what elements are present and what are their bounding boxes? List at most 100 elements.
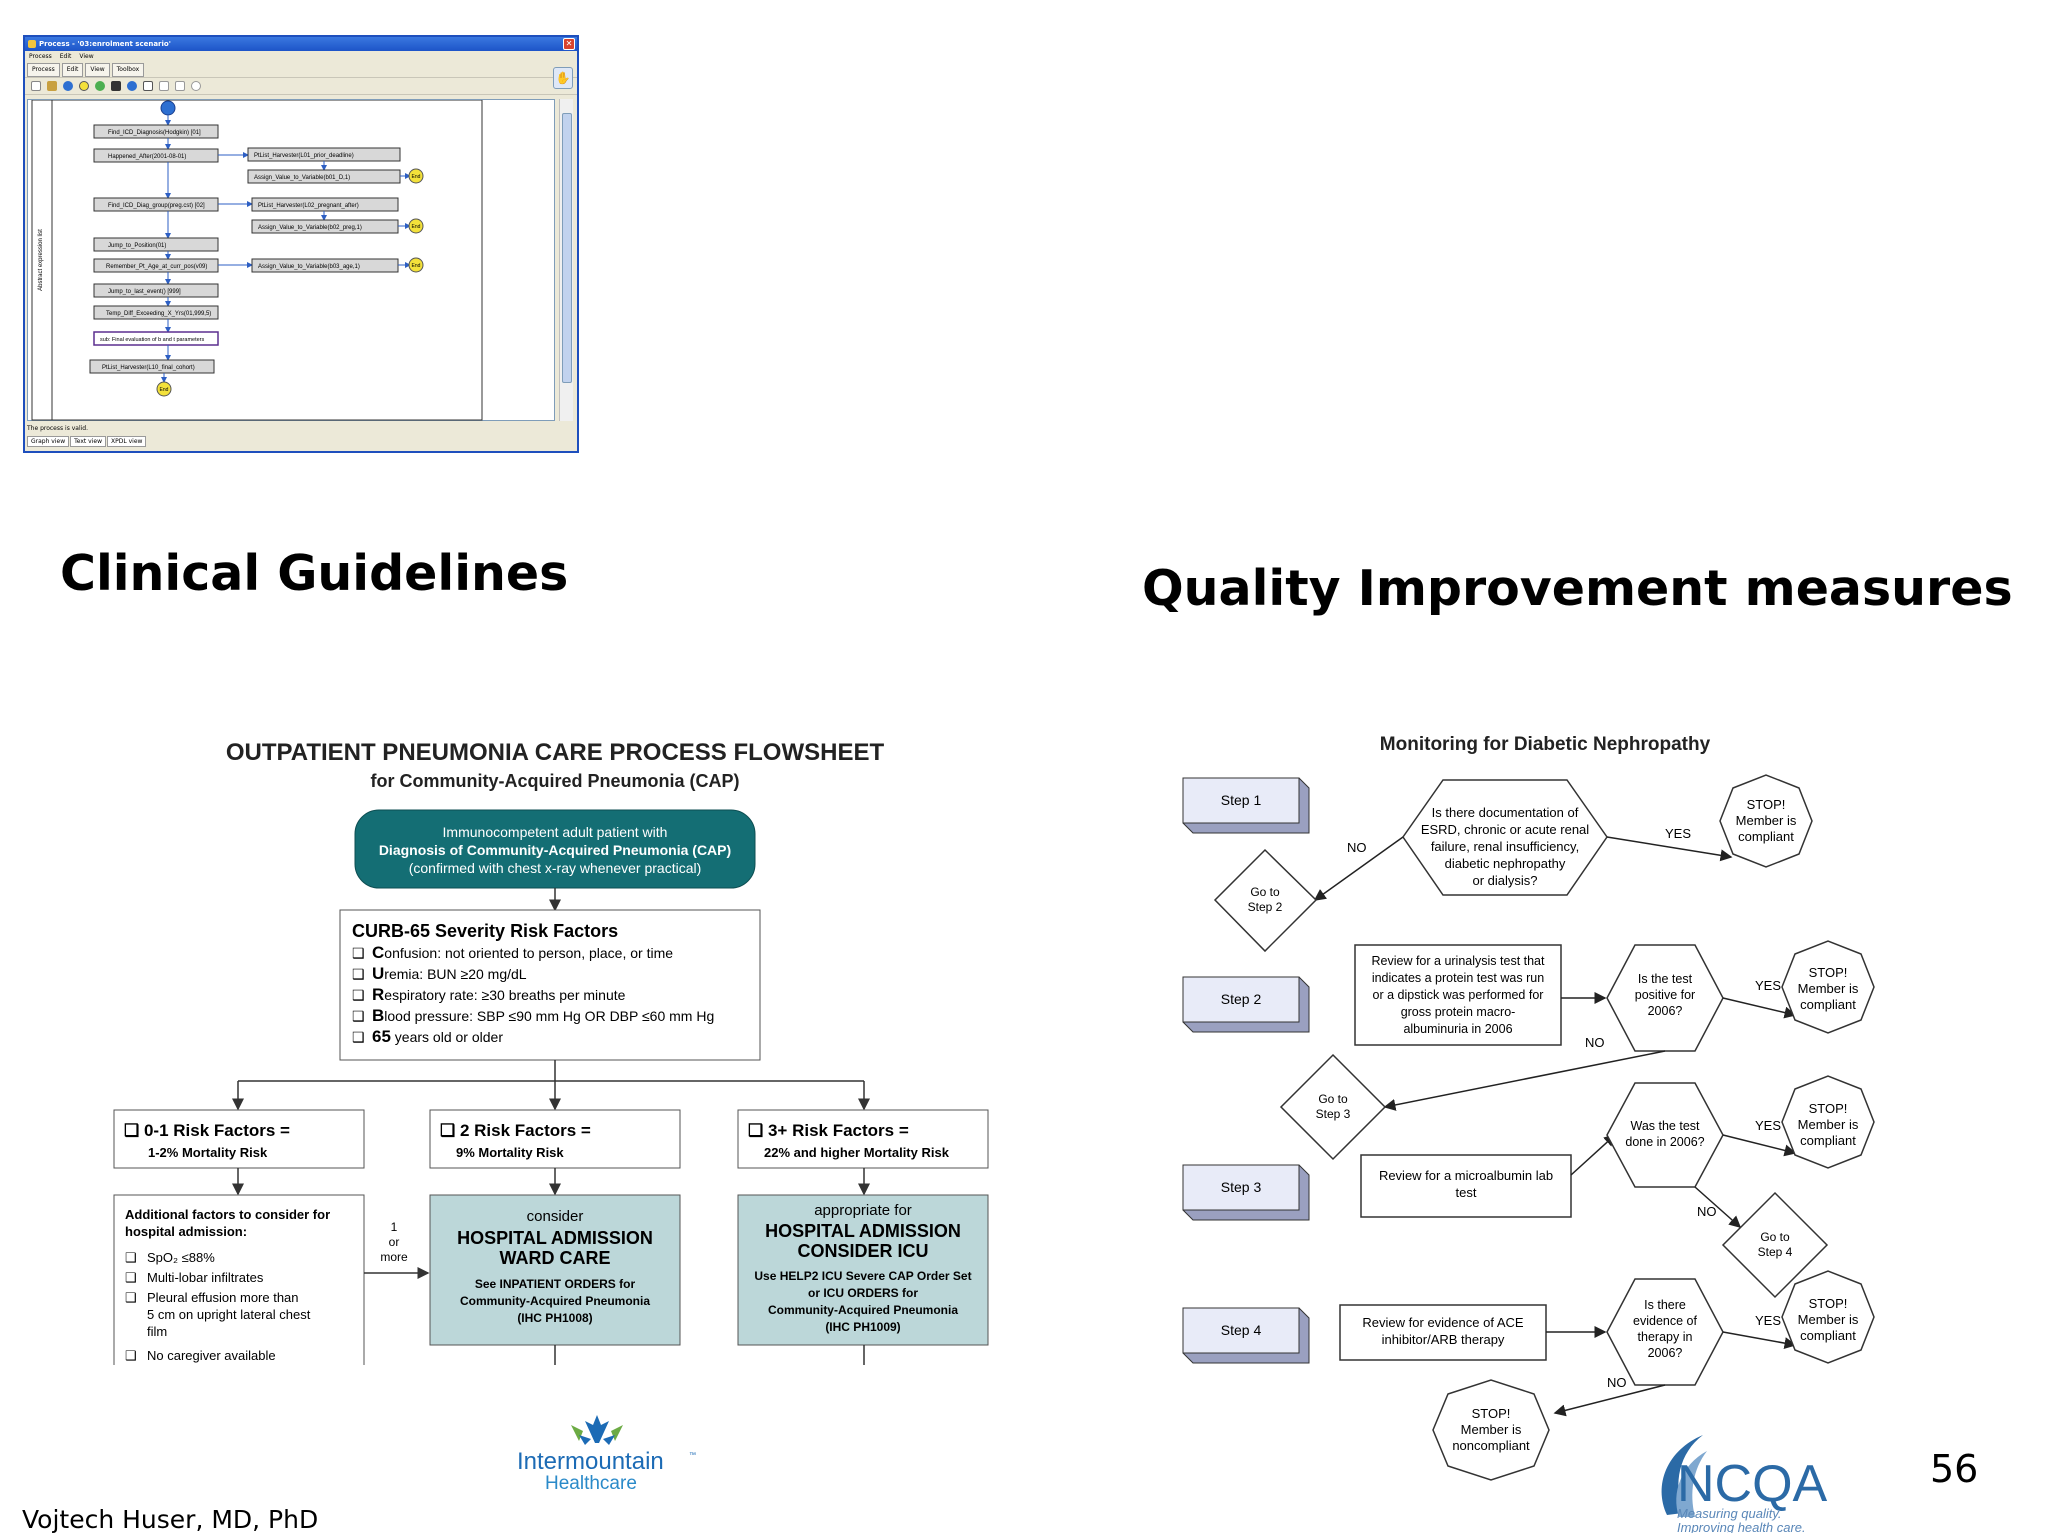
curb-text: espiratory rate: ≥30 breaths per minute [384, 987, 625, 1003]
menu-view[interactable]: View [79, 53, 94, 60]
risk-box-3plus [737, 1109, 989, 1169]
step-label: Step 2 [1221, 991, 1262, 1007]
additional-item: Pleural effusion more than [147, 1290, 299, 1305]
node-subprocess[interactable] [93, 331, 219, 346]
tab-xpdl-view[interactable]: XPDL view [107, 436, 147, 447]
vertical-scrollbar[interactable] [559, 99, 573, 421]
rectangle-tool-icon[interactable] [143, 81, 153, 91]
logo-text-healthcare: Healthcare [545, 1473, 637, 1493]
tab-view[interactable]: View [85, 63, 110, 77]
checkbox-icon: ❑ [125, 1290, 137, 1305]
svg-text:STOP!: STOP! [1809, 1296, 1848, 1311]
node-find-icd[interactable] [93, 124, 219, 139]
end-label: End [412, 174, 421, 180]
menu-edit[interactable]: Edit [59, 53, 72, 60]
help-icon[interactable]: ✋ [553, 67, 573, 89]
checkbox-icon: ❑ [352, 1029, 365, 1045]
risk-sub: 9% Mortality Risk [456, 1145, 564, 1160]
risk-sub: 22% and higher Mortality Risk [764, 1145, 950, 1160]
node-final-harvester[interactable] [89, 359, 215, 374]
risk-box-0-1 [113, 1109, 365, 1169]
intermountain-logo: Intermountain ™ Healthcare [517, 1415, 696, 1493]
icu-line: (IHC PH1009) [825, 1320, 900, 1334]
app-icon [28, 40, 36, 48]
logo-text-intermountain: Intermountain [517, 1448, 664, 1475]
arrow-tool-icon[interactable] [159, 81, 169, 91]
curb-text: years old or older [391, 1029, 503, 1045]
ward-line: consider [527, 1208, 584, 1225]
start-node-icon[interactable] [63, 81, 73, 91]
route-node-icon[interactable] [127, 81, 137, 91]
node-label: PtList_Harvester(L10_final_cohort) [102, 365, 195, 371]
tab-graph-view[interactable]: Graph view [27, 436, 70, 447]
close-icon[interactable]: ✕ [563, 38, 575, 50]
graph-canvas[interactable]: Abstract expression list Find_ICD_Diagno… [27, 99, 555, 421]
step-label: Step 3 [1221, 1179, 1262, 1195]
additional-item: 5 cm on upright lateral chest [147, 1307, 311, 1322]
tab-text-view[interactable]: Text view [70, 436, 106, 447]
ncqa-wordmark: NCQA [1677, 1455, 1828, 1513]
svg-text:STOP!: STOP! [1472, 1406, 1511, 1421]
curb-initial: 65 [372, 1027, 391, 1046]
svg-text:evidence of: evidence of [1633, 1314, 1697, 1328]
checkbox-icon: ❑ [352, 987, 365, 1003]
node-temp-diff[interactable] [93, 305, 219, 320]
question-4-text: Is there evidence of therapy in 2006? [1633, 1298, 1697, 1360]
end-node[interactable] [408, 257, 424, 273]
menu-process[interactable]: Process [29, 53, 52, 60]
icu-line: Community-Acquired Pneumonia [768, 1303, 958, 1317]
icu-line: appropriate for [814, 1202, 912, 1219]
checkbox-icon: ❑ [125, 1348, 137, 1363]
icu-line: HOSPITAL ADMISSION [765, 1221, 961, 1241]
end-node[interactable] [408, 218, 424, 234]
end-node-icon[interactable] [79, 81, 89, 91]
tab-process[interactable]: Process [27, 63, 60, 77]
additional-item: Multi-lobar infiltrates [147, 1270, 264, 1285]
goto-step-4-diamond [1721, 1191, 1829, 1299]
risk-title: 0-1 Risk Factors = [144, 1121, 290, 1140]
additional-title-2: hospital admission: [125, 1224, 247, 1239]
svg-text:or a dipstick was performed fo: or a dipstick was performed for [1373, 988, 1544, 1002]
activity-node-icon[interactable] [95, 81, 105, 91]
start-node[interactable] [160, 100, 176, 116]
end-node[interactable] [408, 168, 424, 184]
subflow-tool-icon[interactable] [111, 81, 121, 91]
start-line-1: Immunocompetent adult patient with [443, 824, 668, 840]
svg-text:Is the test: Is the test [1638, 972, 1693, 986]
tab-toolbox[interactable]: Toolbox [111, 63, 145, 77]
node-jump-last[interactable] [93, 283, 219, 298]
end-node[interactable] [156, 381, 172, 397]
svg-text:Uremia: BUN ≥20 mg/dL: Uremia: BUN ≥20 mg/dL [372, 964, 527, 983]
node-harvester-2[interactable] [251, 197, 399, 212]
pointer-tool-icon[interactable] [31, 81, 41, 91]
svg-text:gross protein macro-: gross protein macro- [1401, 1005, 1516, 1019]
additional-title-1: Additional factors to consider for [125, 1207, 330, 1222]
connector-tool-icon[interactable] [175, 81, 185, 91]
checkbox-icon: ❑ [748, 1121, 768, 1140]
process-graph: Abstract expression list Find_ICD_Diagno… [31, 99, 483, 421]
lock-tool-icon[interactable] [47, 81, 57, 91]
zoom-tool-icon[interactable] [191, 81, 201, 91]
nephropathy-flowchart: Monitoring for Diabetic Nephropathy Step… [1182, 734, 1875, 1481]
scrollbar-thumb[interactable] [562, 113, 572, 383]
node-label: PtList_Harvester(L02_pregnant_after) [258, 203, 359, 209]
one-or-more-1: 1 [391, 1220, 398, 1234]
risk-sub: 1-2% Mortality Risk [148, 1145, 268, 1160]
main-nodes: Find_ICD_Diagnosis(Hodgkin) [01] Happene… [89, 124, 424, 397]
node-jump-position[interactable] [93, 237, 219, 252]
tab-edit[interactable]: Edit [61, 63, 84, 77]
checkbox-icon: ❑ [125, 1270, 137, 1285]
icu-line: or ICU ORDERS for [808, 1286, 918, 1300]
goto-label: Step 4 [1758, 1245, 1793, 1259]
checkbox-icon: ❑ [352, 945, 365, 961]
yes-label: YES [1755, 978, 1781, 993]
node-label: Assign_Value_to_Variable(b01_D,1) [254, 175, 350, 181]
review-microalbumin-line: Review for a microalbumin lab [1379, 1168, 1553, 1183]
window-title: Process - '03:enrolment scenario' [39, 40, 171, 48]
svg-text:Blood pressure: SBP ≤90 mm Hg: Blood pressure: SBP ≤90 mm Hg OR DBP ≤60… [372, 1006, 714, 1025]
svg-text:Member is: Member is [1461, 1422, 1522, 1437]
stop-noncompliant [1432, 1379, 1550, 1481]
goto-step-3-diamond [1279, 1053, 1387, 1161]
ward-line: (IHC PH1008) [517, 1311, 592, 1325]
stop-compliant-text: STOP! Member is compliant [1798, 1101, 1859, 1148]
